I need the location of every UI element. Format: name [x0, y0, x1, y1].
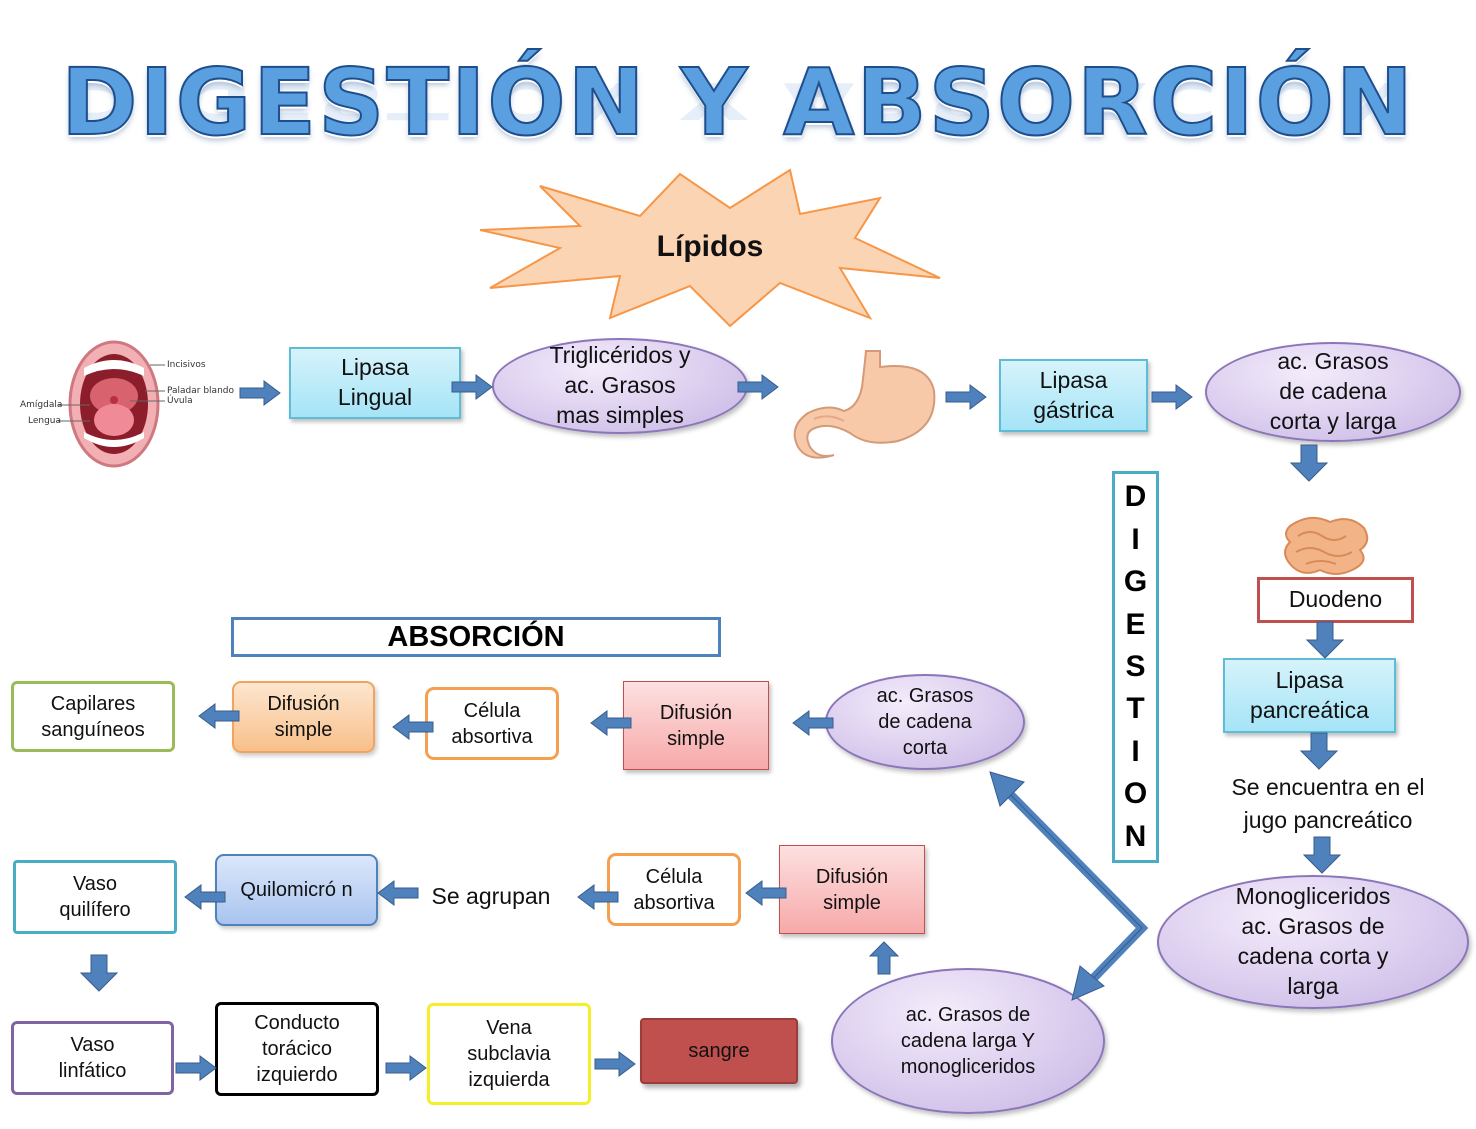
capilares-box: Capilares sanguíneos — [11, 681, 175, 752]
lipidos-label: Lípidos — [656, 230, 764, 263]
intestine-icon — [1284, 516, 1369, 575]
lipasa-pancreatica-box: Lipasa pancreática — [1223, 658, 1396, 733]
digestion-vertical-label: D I G E S T I O N — [1112, 471, 1159, 863]
celula-absortiva-box-1: Célula absortiva — [425, 687, 559, 760]
arrow-left — [577, 884, 619, 910]
split-arrow — [989, 771, 1149, 1001]
arrow-right — [737, 374, 779, 400]
arrow-left — [184, 884, 226, 910]
sangre-box: sangre — [640, 1018, 798, 1084]
arrow-left — [392, 714, 434, 740]
arrow-up — [869, 941, 899, 975]
monogliceridos-oval: Monogliceridos ac. Grasos de cadena cort… — [1157, 875, 1469, 1009]
quilomicron-box: Quilomicró n — [215, 854, 378, 926]
duodeno-box: Duodeno — [1257, 577, 1414, 623]
difusion-simple-box-2: Difusión simple — [232, 681, 375, 753]
mouth-label-uvula: Úvula — [167, 396, 193, 406]
arrow-down — [80, 954, 118, 992]
mouth-label-lengua: Lengua — [28, 416, 62, 426]
digestion-letter: T — [1126, 692, 1145, 726]
arrow-down — [1306, 621, 1344, 659]
arrow-left — [792, 710, 834, 736]
arrow-left — [745, 880, 787, 906]
arrow-right — [1151, 384, 1193, 410]
jugo-pancreatico-text: Se encuentra en el jugo pancreático — [1231, 774, 1425, 834]
se-agrupan-text: Se agrupan — [431, 883, 551, 909]
digestion-letter: E — [1125, 607, 1146, 641]
acidos-corta-larga-oval: ac. Grasos de cadena corta y larga — [1205, 342, 1461, 442]
digestion-letter: O — [1123, 777, 1148, 811]
arrow-down — [1290, 444, 1328, 482]
difusion-simple-box-1: Difusión simple — [623, 681, 769, 770]
celula-absortiva-box-2: Célula absortiva — [607, 853, 741, 926]
arrow-down — [1300, 732, 1338, 770]
arrow-right — [945, 384, 987, 410]
arrow-right — [385, 1055, 427, 1081]
digestion-letter: N — [1124, 819, 1147, 853]
trigliceridos-oval: Triglicéridos y ac. Grasos mas simples — [492, 338, 748, 434]
digestion-letter: D — [1124, 480, 1147, 514]
vaso-quilifero-box: Vaso quilífero — [13, 860, 177, 934]
vaso-linfatico-box: Vaso linfático — [11, 1021, 174, 1095]
digestion-letter: I — [1131, 522, 1140, 556]
lipasa-lingual-box: Lipasa Lingual — [289, 347, 461, 419]
lipasa-gastrica-box: Lipasa gástrica — [999, 359, 1148, 432]
arrow-right — [451, 374, 493, 400]
digestion-letter: G — [1123, 565, 1148, 599]
arrow-right — [239, 380, 281, 406]
arrow-left — [198, 703, 240, 729]
digestion-letter: S — [1125, 649, 1146, 683]
stomach-icon — [793, 350, 936, 459]
arrow-right — [175, 1055, 217, 1081]
arrow-left — [590, 710, 632, 736]
mouth-label-lines — [58, 364, 165, 422]
mouth-icon — [68, 340, 160, 468]
mouth-label-amigdala: Amígdala — [20, 400, 63, 410]
lipidos-star — [480, 168, 941, 328]
digestion-letter: I — [1131, 734, 1140, 768]
mouth-label-incisivos: Incisivos — [167, 360, 206, 370]
conducto-toracico-box: Conducto torácico izquierdo — [215, 1002, 379, 1096]
absorcion-label: ABSORCIÓN — [231, 617, 721, 657]
acidos-corta-oval: ac. Grasos de cadena corta — [825, 674, 1025, 770]
vena-subclavia-box: Vena subclavia izquierda — [427, 1003, 591, 1105]
page-title: DIGESTIÓN Y ABSORCIÓN — [60, 49, 1415, 156]
difusion-simple-box-3: Difusión simple — [779, 845, 925, 934]
arrow-right — [594, 1051, 636, 1077]
mouth-label-paladar: Paladar blando — [167, 386, 234, 396]
arrow-down — [1303, 836, 1341, 874]
arrow-left — [377, 880, 419, 906]
acidos-larga-oval: ac. Grasos de cadena larga Y monogliceri… — [831, 968, 1105, 1114]
